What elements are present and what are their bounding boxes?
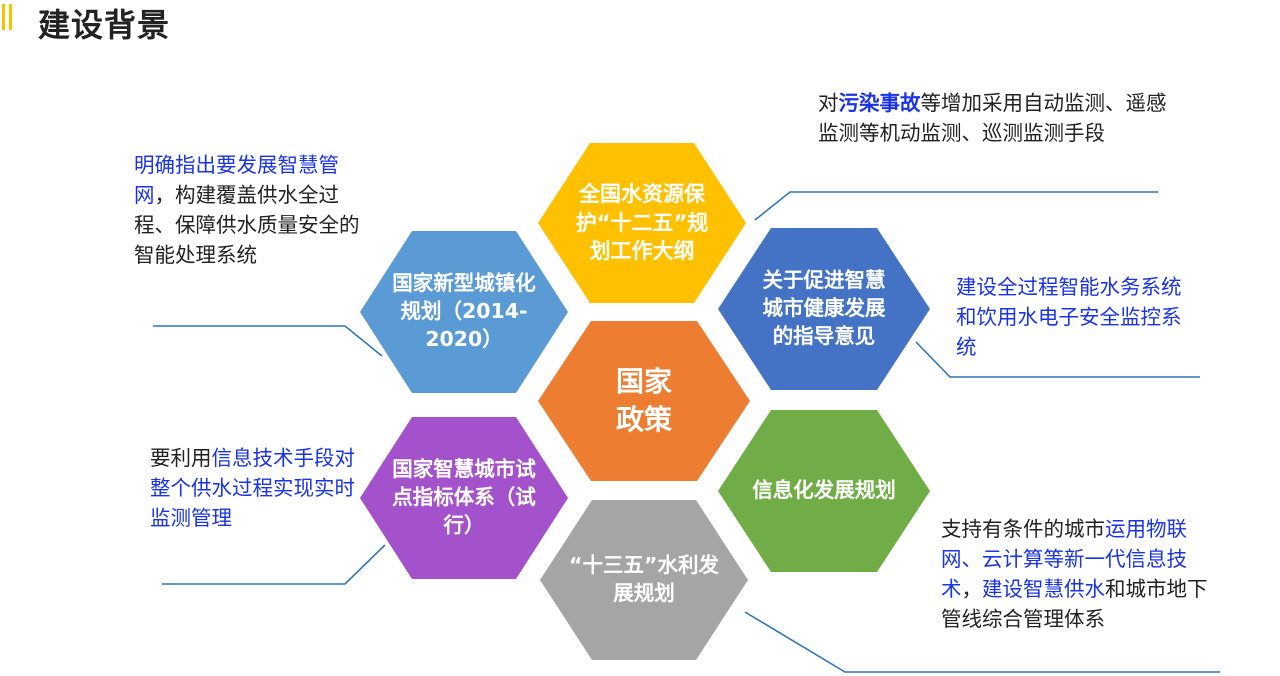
note-text: 支持有条件的城市 [941, 517, 1105, 541]
note-highlight: 信息技术手段对整个供水过程实现实时监测管理 [150, 446, 355, 530]
note-highlight: 运用物联网、云计算等新一代信息技术 [941, 517, 1187, 601]
connector-right [915, 341, 1200, 378]
hex-top: 全国水资源保护“十二五”规划工作大纲 [538, 143, 746, 303]
page-title: 建设背景 [38, 6, 171, 44]
note-highlight: 明确指出要发展智慧管网 [134, 153, 339, 207]
connector-bottom [744, 611, 1220, 673]
note-bottom-right: 支持有条件的城市运用物联网、云计算等新一代信息技术，建设智慧供水和城市地下管线综… [941, 514, 1211, 634]
note-upper-left: 明确指出要发展智慧管网，构建覆盖供水全过程、保障供水质量安全的智能处理系统 [134, 150, 379, 270]
hex-bottom: “十三五”水利发展规划 [540, 500, 748, 660]
connector-upper-left [153, 325, 383, 357]
note-highlight: 污染事故 [838, 91, 921, 115]
hex-upper-left-label: 国家新型城镇化规划（2014-2020） [392, 271, 536, 351]
note-text: 对 [818, 91, 839, 115]
note-text: ， [961, 577, 983, 601]
hex-top-label: 全国水资源保护“十二五”规划工作大纲 [575, 182, 709, 264]
note-highlight: 建设智慧供水 [982, 577, 1105, 601]
note-text: 和城市地下管线综合管理体系 [941, 577, 1208, 631]
connector-left [162, 544, 386, 585]
note-left: 要利用信息技术手段对整个供水过程实现实时监测管理 [150, 443, 375, 533]
hex-bottom-label: “十三五”水利发展规划 [569, 553, 719, 605]
hex-upper-right-label: 关于促进智慧城市健康发展的指导意见 [762, 268, 886, 348]
note-text: 要利用 [150, 446, 212, 470]
title-accent-bars [2, 4, 16, 30]
note-text: ，构建覆盖供水全过程、保障供水质量安全的智能处理系统 [134, 183, 360, 267]
note-right: 建设全过程智能水务系统和饮用水电子安全监控系统 [956, 272, 1201, 362]
note-highlight: 建设全过程智能水务系统和饮用水电子安全监控系统 [956, 275, 1182, 359]
note-top-right: 对污染事故等增加采用自动监测、遥感监测等机动监测、巡测监测手段 [818, 88, 1168, 148]
connector-top [754, 191, 1158, 221]
note-text: 等增加采用自动监测、遥感监测等机动监测、巡测监测手段 [818, 91, 1167, 145]
hex-lower-right-label: 信息化发展规划 [752, 478, 896, 503]
hex-lower-left-label: 国家智慧城市试点指标体系（试行） [392, 457, 536, 537]
hex-center-label: 国家 政策 [615, 365, 672, 436]
